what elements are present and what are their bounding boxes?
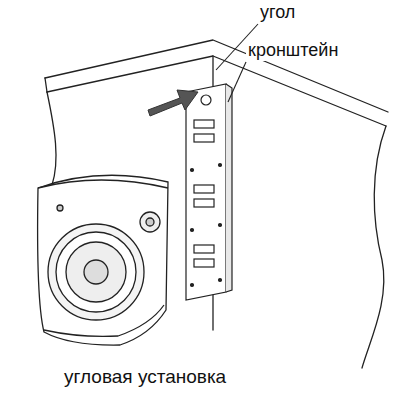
wall-outline <box>47 92 56 185</box>
corner-label: угол <box>258 2 297 23</box>
wall-outline <box>362 126 386 368</box>
molding-edge <box>45 78 47 92</box>
corner-speaker <box>38 175 168 345</box>
bracket <box>186 84 232 300</box>
leader-line <box>228 62 246 102</box>
caption: угловая установка <box>62 366 228 388</box>
bracket-label: кронштейн <box>246 40 340 61</box>
mount-arrow <box>148 90 198 116</box>
